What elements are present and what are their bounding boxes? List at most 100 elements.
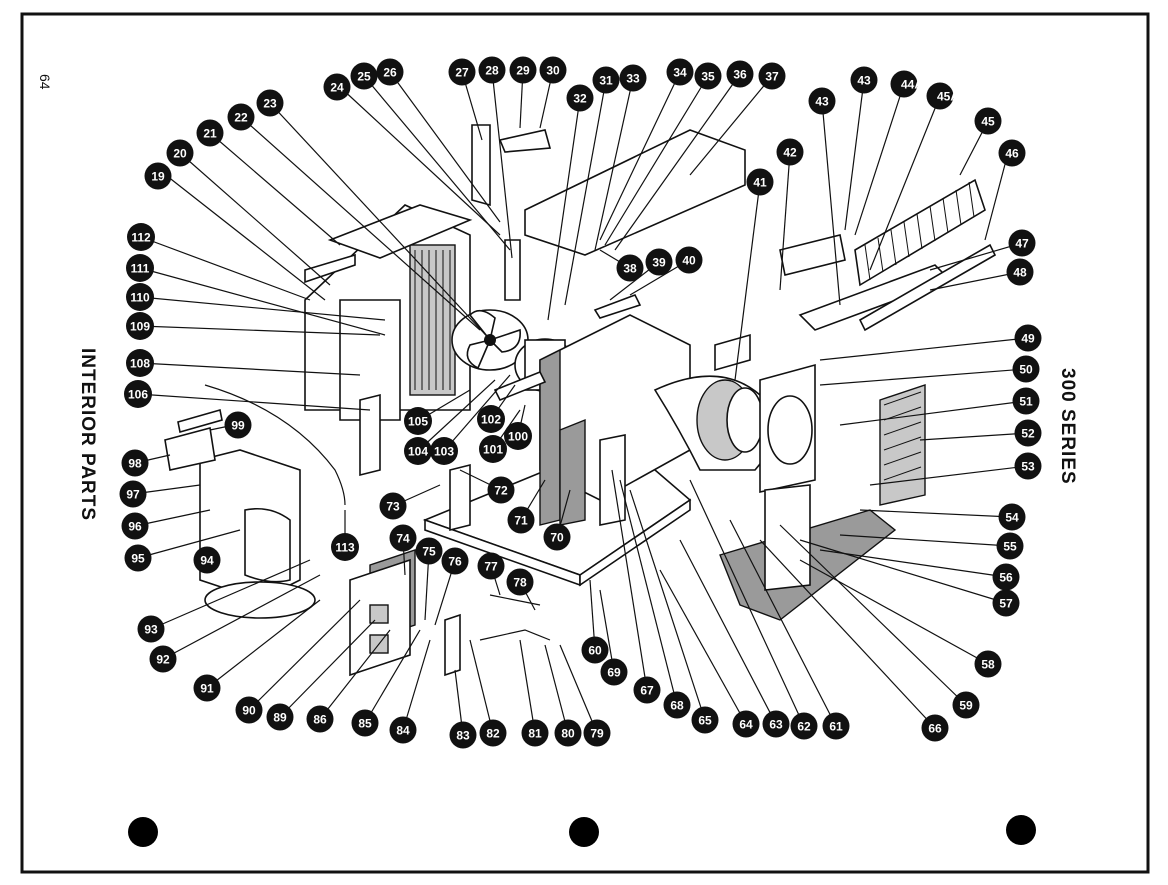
callout-labels: 19 20 21 22 23 24 25 26 27 28 29 30 31 3…	[119, 56, 1042, 749]
svg-text:27: 27	[455, 66, 469, 80]
callout-99: 99	[224, 411, 252, 439]
svg-text:86: 86	[313, 713, 327, 727]
callout-29: 29	[509, 56, 537, 84]
svg-text:32: 32	[573, 92, 587, 106]
callout-55: 55	[996, 532, 1024, 560]
callout-63: 63	[762, 710, 790, 738]
callout-95: 95	[124, 544, 152, 572]
callout-80: 80	[554, 719, 582, 747]
callout-40: 40	[675, 246, 703, 274]
heater-rail	[858, 243, 997, 332]
page-border	[20, 12, 1150, 874]
svg-text:63: 63	[769, 718, 783, 732]
callout-20: 20	[166, 139, 194, 167]
svg-text:66: 66	[928, 722, 942, 736]
callout-19: 19	[144, 162, 172, 190]
callout-78: 78	[506, 568, 534, 596]
callout-64: 64	[732, 710, 760, 738]
callout-86: 86	[306, 705, 334, 733]
svg-text:94: 94	[200, 554, 214, 568]
callout-92: 92	[149, 645, 177, 673]
callout-102: 102	[477, 405, 505, 433]
svg-text:61: 61	[829, 720, 843, 734]
shaft-rod	[479, 629, 551, 641]
callout-51: 51	[1012, 387, 1040, 415]
insulation-strip	[559, 418, 586, 526]
svg-text:92: 92	[156, 653, 170, 667]
callout-109: 109	[126, 312, 154, 340]
svg-text:101: 101	[483, 443, 503, 457]
shroud-bracket	[359, 393, 381, 477]
callout-38: 38	[616, 254, 644, 282]
callout-35: 35	[694, 62, 722, 90]
svg-text:106: 106	[128, 388, 148, 402]
callout-21: 21	[196, 119, 224, 147]
callout-36: 36	[726, 60, 754, 88]
svg-text:90: 90	[242, 704, 256, 718]
thermostat-bracket	[599, 434, 626, 526]
compressor-frame	[199, 449, 316, 619]
callout-110: 110	[126, 283, 154, 311]
svg-text:21: 21	[203, 127, 217, 141]
svg-text:98: 98	[128, 457, 142, 471]
svg-text:58: 58	[981, 658, 995, 672]
svg-text:59: 59	[959, 699, 973, 713]
svg-text:24: 24	[330, 81, 344, 95]
callout-53: 53	[1014, 452, 1042, 480]
callout-59: 59	[952, 691, 980, 719]
callout-98: 98	[121, 449, 149, 477]
left-strip	[471, 124, 491, 207]
top-bracket	[304, 253, 356, 284]
linkage-rod	[489, 594, 541, 606]
svg-text:108: 108	[130, 357, 150, 371]
callout-37: 37	[758, 62, 786, 90]
callout-96: 96	[121, 512, 149, 540]
svg-text:50: 50	[1019, 363, 1033, 377]
svg-text:113: 113	[335, 541, 355, 555]
svg-text:41: 41	[753, 176, 767, 190]
callout-74: 74	[389, 524, 417, 552]
callout-45a: 45A	[926, 82, 959, 110]
svg-text:44A: 44A	[901, 78, 923, 92]
callout-22: 22	[227, 103, 255, 131]
front-grille	[879, 384, 926, 506]
svg-text:22: 22	[234, 111, 248, 125]
binder-hole-left	[128, 817, 158, 847]
svg-text:48: 48	[1013, 266, 1027, 280]
svg-text:64: 64	[739, 718, 753, 732]
svg-text:99: 99	[231, 419, 245, 433]
callout-32: 32	[566, 84, 594, 112]
callout-111: 111	[126, 254, 154, 282]
callout-94: 94	[193, 546, 221, 574]
svg-text:20: 20	[173, 147, 187, 161]
callout-90: 90	[235, 696, 263, 724]
svg-text:102: 102	[481, 413, 501, 427]
callout-61: 61	[822, 712, 850, 740]
callout-31: 31	[592, 66, 620, 94]
heater-fins	[864, 181, 975, 281]
callout-25: 25	[350, 62, 378, 90]
svg-text:72: 72	[494, 484, 508, 498]
svg-text:43: 43	[857, 74, 871, 88]
svg-text:36: 36	[733, 68, 747, 82]
callout-48: 48	[1006, 258, 1034, 286]
callout-57: 57	[992, 589, 1020, 617]
svg-text:73: 73	[386, 500, 400, 514]
callout-68: 68	[663, 691, 691, 719]
callout-24: 24	[323, 73, 351, 101]
svg-text:52: 52	[1021, 427, 1035, 441]
svg-text:82: 82	[486, 727, 500, 741]
blower-assembly	[653, 375, 775, 471]
svg-text:74: 74	[396, 532, 410, 546]
callout-44a: 44A	[890, 70, 923, 98]
callout-54: 54	[998, 503, 1026, 531]
svg-text:42: 42	[783, 146, 797, 160]
top-strip	[498, 129, 552, 153]
callout-50: 50	[1012, 355, 1040, 383]
svg-text:76: 76	[448, 555, 462, 569]
svg-text:47: 47	[1015, 237, 1029, 251]
svg-text:91: 91	[200, 682, 214, 696]
svg-text:43: 43	[815, 95, 829, 109]
svg-text:80: 80	[561, 727, 575, 741]
svg-text:109: 109	[130, 320, 150, 334]
